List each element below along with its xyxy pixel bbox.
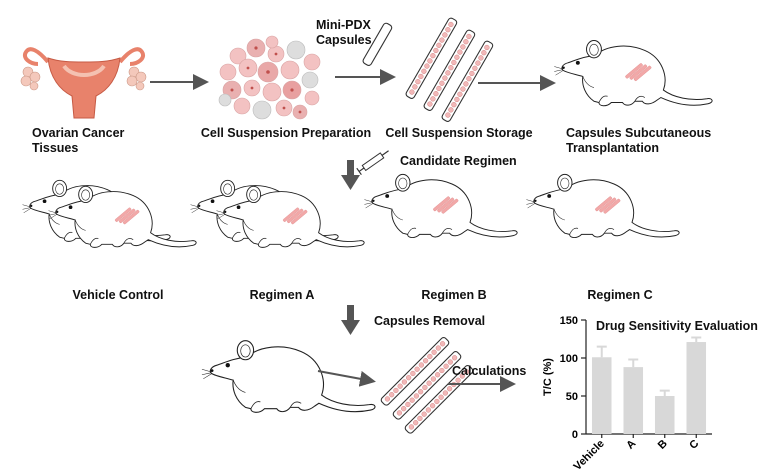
removed-capsules bbox=[379, 335, 475, 435]
label-calculations: Calculations bbox=[452, 364, 527, 378]
x-tick-label: C bbox=[687, 438, 701, 452]
down-arrow-2 bbox=[341, 305, 360, 335]
x-tick-label: B bbox=[656, 438, 670, 452]
mini-pdx-capsule-icon bbox=[362, 22, 393, 66]
regimen-c-mice bbox=[525, 173, 680, 239]
down-arrow-1 bbox=[341, 160, 360, 190]
label-cell-suspension-preparation: Cell Suspension Preparation bbox=[200, 126, 372, 140]
label-regimen-a: Regimen A bbox=[249, 288, 315, 302]
bar-c bbox=[686, 342, 707, 434]
label-capsules-transplantation: Capsules Subcutaneous Transplantation bbox=[566, 126, 712, 155]
error-bar bbox=[596, 345, 607, 358]
label-regimen-b: Regimen B bbox=[421, 288, 487, 302]
y-tick-label: 100 bbox=[560, 353, 578, 365]
error-bar bbox=[659, 389, 670, 396]
syringe-icon bbox=[356, 150, 389, 176]
bar-a bbox=[623, 367, 644, 434]
transplanted-mouse bbox=[553, 39, 713, 107]
regimen-a-mice bbox=[190, 179, 365, 248]
chart-title: Drug Sensitivity Evaluation bbox=[596, 319, 758, 333]
x-tick-label: Vehicle bbox=[572, 438, 607, 472]
cell-suspension-illustration bbox=[218, 35, 321, 120]
y-tick-label: 50 bbox=[566, 391, 578, 403]
y-tick-label: 0 bbox=[572, 429, 578, 441]
capsule-storage-illustration bbox=[404, 16, 495, 124]
removal-arrow bbox=[317, 370, 376, 387]
bar-vehicle bbox=[591, 357, 612, 434]
y-tick-label: 150 bbox=[560, 315, 578, 327]
regimen-b-mice bbox=[363, 173, 518, 239]
label-capsules-removal: Capsules Removal bbox=[374, 314, 486, 328]
label-ovarian-cancer-tissues: Ovarian Cancer Tissues bbox=[32, 126, 125, 155]
chart-y-label: T/C (%) bbox=[542, 358, 554, 396]
uterus-illustration bbox=[20, 47, 147, 119]
tc-bar-chart: 0 50 100 150 Vehicle A B C T/C (%) bbox=[542, 315, 712, 472]
bar-b bbox=[654, 396, 675, 434]
error-bar bbox=[628, 358, 639, 368]
vehicle-control-mice bbox=[22, 179, 197, 248]
label-mini-pdx-capsules: Mini-PDX Capsules bbox=[316, 18, 372, 47]
label-candidate-regimen: Candidate Regimen bbox=[400, 154, 517, 168]
label-vehicle-control: Vehicle Control bbox=[72, 288, 164, 302]
label-cell-suspension-storage: Cell Suspension Storage bbox=[385, 126, 533, 140]
x-tick-label: A bbox=[624, 438, 638, 452]
error-bar bbox=[691, 336, 702, 343]
label-regimen-c: Regimen C bbox=[587, 288, 653, 302]
